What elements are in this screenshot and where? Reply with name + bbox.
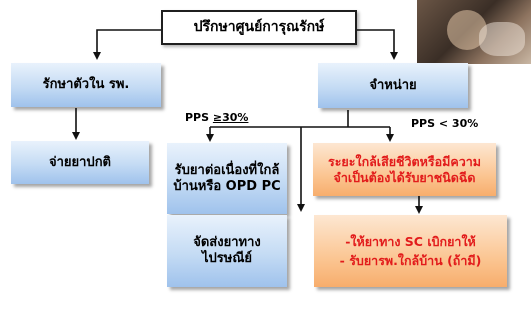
arrow-to-hospital-care <box>93 29 161 60</box>
end-of-life-label: ระยะใกล้เสียชีวิตหรือมีความจำเป็นต้องได้… <box>328 154 481 185</box>
normal-meds-label: จ่ายยาปกติ <box>48 154 112 170</box>
continue-meds-box: รับยาต่อเนื่องที่ใกล้บ้านหรือ OPD PC <box>167 143 287 214</box>
discharge-box: จำหน่าย <box>318 63 468 108</box>
discharge-label: จำหน่าย <box>369 77 417 93</box>
hospital-care-label: รักษาตัวใน รพ. <box>42 77 130 93</box>
normal-meds-box: จ่ายยาปกติ <box>11 141 149 184</box>
sc-meds-box: -ให้ยาทาง SC เบิกยาให้ - รับยารพ.ใกล้บ้า… <box>314 215 507 287</box>
hospital-care-box: รักษาตัวใน รพ. <box>11 63 161 107</box>
sc-meds-line1: -ให้ยาทาง SC เบิกยาให้ <box>345 233 476 249</box>
photo <box>417 0 531 64</box>
center-consult-label: ปรึกษาศูนย์การุณรักษ์ <box>193 18 325 35</box>
pps-high-label: PPS ≥30% <box>185 111 249 124</box>
pps-low-label: PPS < 30% <box>411 117 479 130</box>
continue-meds-label: รับยาต่อเนื่องที่ใกล้บ้านหรือ OPD PC <box>173 162 281 194</box>
mail-meds-box: จัดส่งยาทางไปรษณีย์ <box>167 215 287 287</box>
center-consult-box: ปรึกษาศูนย์การุณรักษ์ <box>161 10 357 45</box>
mail-meds-label: จัดส่งยาทางไปรษณีย์ <box>193 235 261 266</box>
sc-meds-line2: - รับยารพ.ใกล้บ้าน (ถ้ามี) <box>339 253 482 268</box>
arrow-to-discharge <box>357 29 398 60</box>
end-of-life-box: ระยะใกล้เสียชีวิตหรือมีความจำเป็นต้องได้… <box>313 143 496 196</box>
